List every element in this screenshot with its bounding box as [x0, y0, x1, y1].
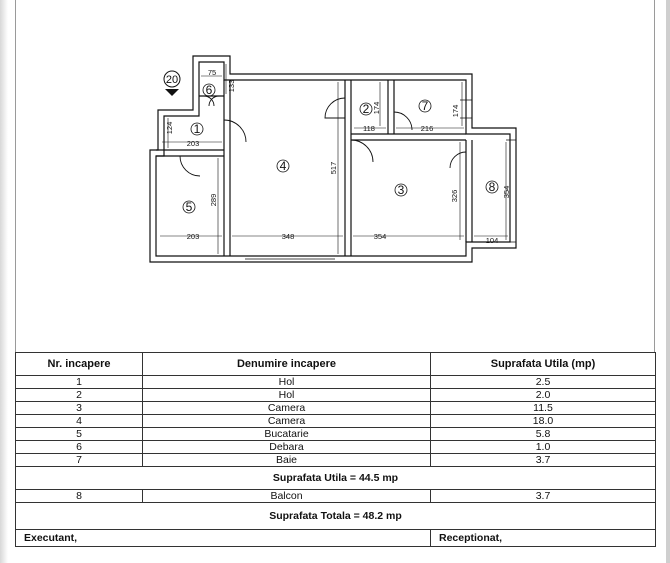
room-number-1: 1 [194, 122, 201, 136]
row-nr: 1 [15, 375, 143, 389]
row-area: 3.7 [430, 489, 656, 503]
row-area: 1.0 [430, 440, 656, 454]
header-nr: Nr. incapere [15, 352, 143, 376]
frame-line-right [654, 0, 655, 352]
row-nr: 4 [15, 414, 143, 428]
dim-124: 124 [165, 122, 174, 135]
dim-174-baie: 174 [451, 105, 460, 118]
row-name: Hol [142, 388, 431, 402]
row-name: Bucatarie [142, 427, 431, 441]
dim-354-camera: 354 [374, 232, 387, 241]
room-number-2: 2 [363, 102, 370, 116]
row-area: 2.0 [430, 388, 656, 402]
room-number-3: 3 [398, 183, 405, 197]
room-number-6: 6 [206, 83, 213, 97]
dim-203-bottom: 203 [187, 232, 200, 241]
row-nr: 8 [15, 489, 143, 503]
outer-wall [149, 55, 517, 263]
utila-total: Suprafata Utila = 44.5 mp [15, 466, 656, 490]
header-area: Suprafata Utila (mp) [430, 352, 656, 376]
dim-118: 118 [363, 124, 375, 133]
row-nr: 2 [15, 388, 143, 402]
row-name: Camera [142, 414, 431, 428]
row-name: Camera [142, 401, 431, 415]
entrance-marker-label: 20 [166, 74, 178, 86]
table-header: Nr. incapere Denumire incapere Suprafata… [15, 352, 656, 376]
row-name: Baie [142, 453, 431, 467]
row-name: Debara [142, 440, 431, 454]
header-name: Denumire incapere [142, 352, 431, 376]
row-nr: 6 [15, 440, 143, 454]
dim-174-hol: 174 [372, 102, 381, 115]
dim-216: 216 [421, 124, 434, 133]
row-nr: 3 [15, 401, 143, 415]
row-area: 11.5 [430, 401, 656, 415]
room-number-5: 5 [186, 200, 193, 214]
dim-75: 75 [208, 68, 216, 77]
entrance-marker-arrow-icon [165, 89, 179, 96]
dim-517: 517 [329, 162, 338, 175]
totala-total: Suprafata Totala = 48.2 mp [15, 502, 656, 530]
rooms-table: Nr. incapere Denumire incapere Suprafata… [15, 352, 656, 547]
totala-total-row: Suprafata Totala = 48.2 mp [15, 502, 656, 530]
floor-plan: 75 133 124 203 174 118 216 174 517 289 3… [149, 55, 517, 263]
receptionat-label: Receptionat, [430, 529, 656, 547]
utila-total-row: Suprafata Utila = 44.5 mp [15, 466, 656, 490]
room-number-4: 4 [280, 159, 287, 173]
row-name: Hol [142, 375, 431, 389]
dim-326: 326 [450, 190, 459, 203]
signature-row: Executant, Receptionat, [15, 529, 656, 547]
dim-354-balcon: 354 [502, 186, 511, 199]
dim-133: 133 [227, 80, 236, 93]
frame-line-left [15, 0, 16, 352]
executant-label: Executant, [15, 529, 431, 547]
row-area: 5.8 [430, 427, 656, 441]
row-name: Balcon [142, 489, 431, 503]
page-edge-shadow [0, 0, 8, 563]
row-nr: 5 [15, 427, 143, 441]
row-area: 2.5 [430, 375, 656, 389]
page-edge-right [666, 0, 670, 563]
room-number-8: 8 [489, 180, 496, 194]
room-number-7: 7 [422, 99, 429, 113]
dim-348: 348 [282, 232, 295, 241]
dim-289: 289 [209, 194, 218, 207]
dim-203-top: 203 [187, 139, 200, 148]
dim-104: 104 [486, 236, 499, 245]
row-area: 3.7 [430, 453, 656, 467]
row-area: 18.0 [430, 414, 656, 428]
row-nr: 7 [15, 453, 143, 467]
entrance-marker-circle [163, 70, 181, 88]
